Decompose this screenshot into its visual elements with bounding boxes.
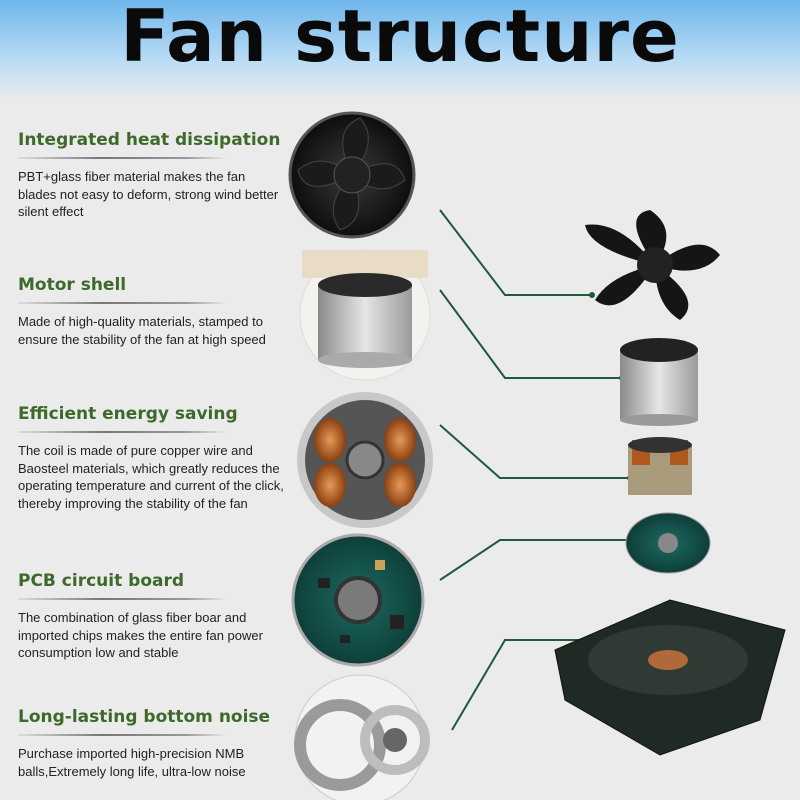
header-banner: Fan structure	[0, 0, 800, 100]
feature-motor-shell: Motor shell Made of high-quality materia…	[18, 275, 284, 348]
divider	[18, 157, 228, 159]
feature-pcb: PCB circuit board The combination of gla…	[18, 571, 284, 662]
stator-coil-photo	[297, 392, 433, 528]
exploded-pcb	[625, 512, 711, 574]
feature-heat-dissipation: Integrated heat dissipation PBT+glass fi…	[18, 130, 284, 221]
feature-energy-saving: Efficient energy saving The coil is made…	[18, 404, 284, 512]
divider	[18, 302, 228, 304]
feature-text: The coil is made of pure copper wire and…	[18, 443, 284, 511]
pcb-photo	[291, 533, 425, 667]
divider	[18, 431, 228, 433]
feature-heading: Integrated heat dissipation	[18, 130, 281, 150]
motor-shell-photo	[299, 249, 431, 381]
feature-bearing: Long-lasting bottom noise Purchase impor…	[18, 707, 284, 780]
exploded-motor-shell	[620, 338, 698, 426]
bearing-photo	[294, 674, 430, 800]
feature-text: The combination of glass fiber boar and …	[18, 610, 263, 660]
feature-text: PBT+glass fiber material makes the fan b…	[18, 169, 279, 219]
exploded-fan-blades	[585, 210, 720, 320]
exploded-stator	[628, 437, 692, 495]
feature-text: Made of high-quality materials, stamped …	[18, 314, 266, 347]
exploded-fan-frame	[554, 599, 786, 756]
page-title: Fan structure	[120, 0, 680, 78]
divider	[18, 734, 228, 736]
feature-heading: Motor shell	[18, 275, 127, 295]
feature-text: Purchase imported high-precision NMB bal…	[18, 746, 246, 779]
feature-heading: PCB circuit board	[18, 571, 185, 591]
feature-heading: Efficient energy saving	[18, 404, 238, 424]
fan-blade-photo	[288, 111, 416, 239]
feature-heading: Long-lasting bottom noise	[18, 707, 271, 727]
divider	[18, 598, 228, 600]
